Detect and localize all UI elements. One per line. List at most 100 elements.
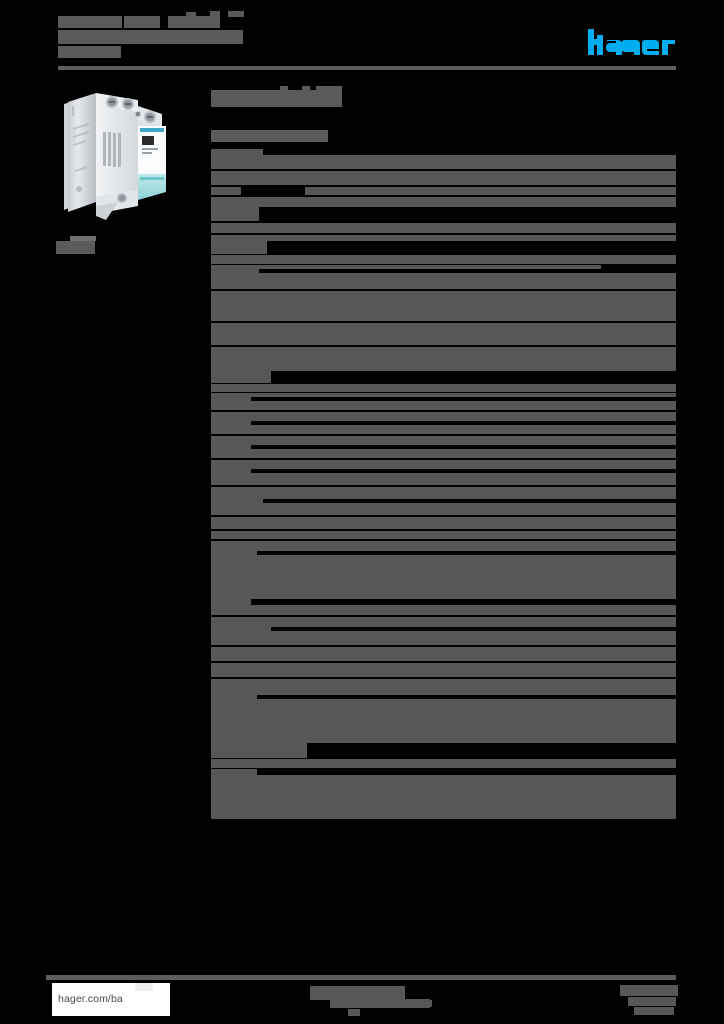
spec-row — [211, 369, 676, 397]
redacted-text — [211, 605, 676, 615]
spec-row — [211, 149, 676, 207]
redacted-text — [211, 187, 241, 195]
footer-right-text-2 — [628, 997, 676, 1006]
spec-row-label — [211, 599, 251, 605]
header-title-fragment-e — [228, 11, 244, 17]
redacted-text — [211, 375, 271, 383]
spec-row-label — [211, 369, 271, 375]
spec-row — [211, 693, 676, 745]
redacted-text — [211, 436, 676, 445]
redacted-text — [211, 663, 676, 677]
spec-row-label — [211, 239, 267, 245]
spec-row — [211, 419, 676, 445]
redacted-text — [211, 265, 601, 269]
spec-row — [211, 205, 676, 241]
redacted-text — [211, 197, 676, 207]
redacted-text — [211, 503, 676, 515]
redacted-text — [211, 393, 676, 397]
redacted-text — [211, 255, 676, 264]
spec-row — [211, 549, 676, 601]
spec-row-label — [211, 267, 259, 273]
product-image — [46, 84, 186, 234]
redacted-text — [211, 449, 676, 458]
spec-row-label — [211, 549, 257, 555]
spec-row — [211, 443, 676, 469]
redacted-text — [211, 775, 676, 819]
header-title-fragment-b — [168, 16, 220, 28]
redacted-text — [211, 235, 676, 241]
redacted-text — [211, 401, 676, 410]
spec-row-label — [211, 497, 263, 503]
spec-row-label — [211, 769, 257, 775]
redacted-text — [211, 699, 676, 743]
spec-row-label — [211, 443, 251, 449]
header-title-fragment-a — [124, 16, 160, 28]
spec-table — [211, 149, 676, 825]
spec-row — [211, 769, 676, 821]
spec-row-label — [211, 419, 251, 425]
spec-row-label — [211, 467, 251, 473]
footer-center-text-2 — [330, 999, 430, 1008]
redacted-text — [211, 155, 676, 169]
spec-row-label — [211, 395, 251, 401]
spec-row-label — [211, 693, 257, 699]
footer-center-text-3 — [404, 1000, 432, 1007]
footer-divider — [46, 975, 676, 980]
redacted-text — [305, 187, 676, 195]
spec-row — [211, 497, 676, 551]
footer-center-text-4 — [348, 1009, 360, 1016]
redacted-text — [211, 211, 259, 221]
footer-right-text — [620, 985, 678, 996]
redacted-text — [211, 631, 676, 645]
footer-right-text-3 — [634, 1007, 674, 1015]
hager-logo — [588, 29, 676, 55]
spec-row — [211, 599, 676, 627]
redacted-text — [211, 425, 676, 434]
footer-url[interactable]: hager.com/ba — [52, 983, 170, 1016]
section-title — [211, 90, 342, 107]
header-title-line1 — [58, 16, 122, 28]
page-header — [0, 0, 724, 72]
redacted-text — [211, 291, 676, 321]
redacted-text — [211, 273, 676, 289]
redacted-text — [211, 555, 676, 599]
footer-url-tab — [135, 983, 153, 991]
redacted-text — [211, 759, 676, 768]
redacted-text — [211, 323, 676, 345]
redacted-text — [211, 412, 676, 421]
redacted-text — [211, 487, 676, 499]
spec-row — [211, 267, 676, 371]
spec-row — [211, 395, 676, 421]
redacted-text — [211, 223, 676, 233]
spec-row — [211, 467, 676, 499]
redacted-text — [211, 171, 676, 185]
footer-center-text — [310, 986, 405, 1000]
spec-row — [211, 625, 676, 695]
spec-row-label — [211, 625, 271, 631]
spec-row — [211, 239, 676, 269]
redacted-text — [211, 531, 676, 539]
spec-row — [211, 743, 676, 771]
redacted-text — [211, 384, 676, 392]
header-divider — [58, 66, 676, 70]
product-caption — [56, 241, 95, 254]
redacted-text — [211, 679, 676, 695]
redacted-text — [211, 347, 676, 371]
redacted-text — [211, 617, 676, 627]
header-title-line2 — [58, 30, 243, 44]
redacted-text — [211, 460, 676, 469]
redacted-text — [211, 473, 676, 485]
header-title-fragment-c — [186, 12, 196, 17]
spec-row-label — [211, 743, 307, 749]
section-subtitle — [211, 130, 328, 142]
redacted-text — [211, 749, 307, 758]
redacted-text — [211, 517, 676, 529]
spec-row-label — [211, 149, 263, 155]
redacted-text — [211, 245, 267, 254]
header-subtitle — [58, 46, 121, 58]
product-caption-accent — [70, 236, 96, 241]
spec-row-label — [211, 205, 259, 211]
header-title-fragment-d — [210, 11, 220, 17]
redacted-text — [211, 541, 676, 551]
